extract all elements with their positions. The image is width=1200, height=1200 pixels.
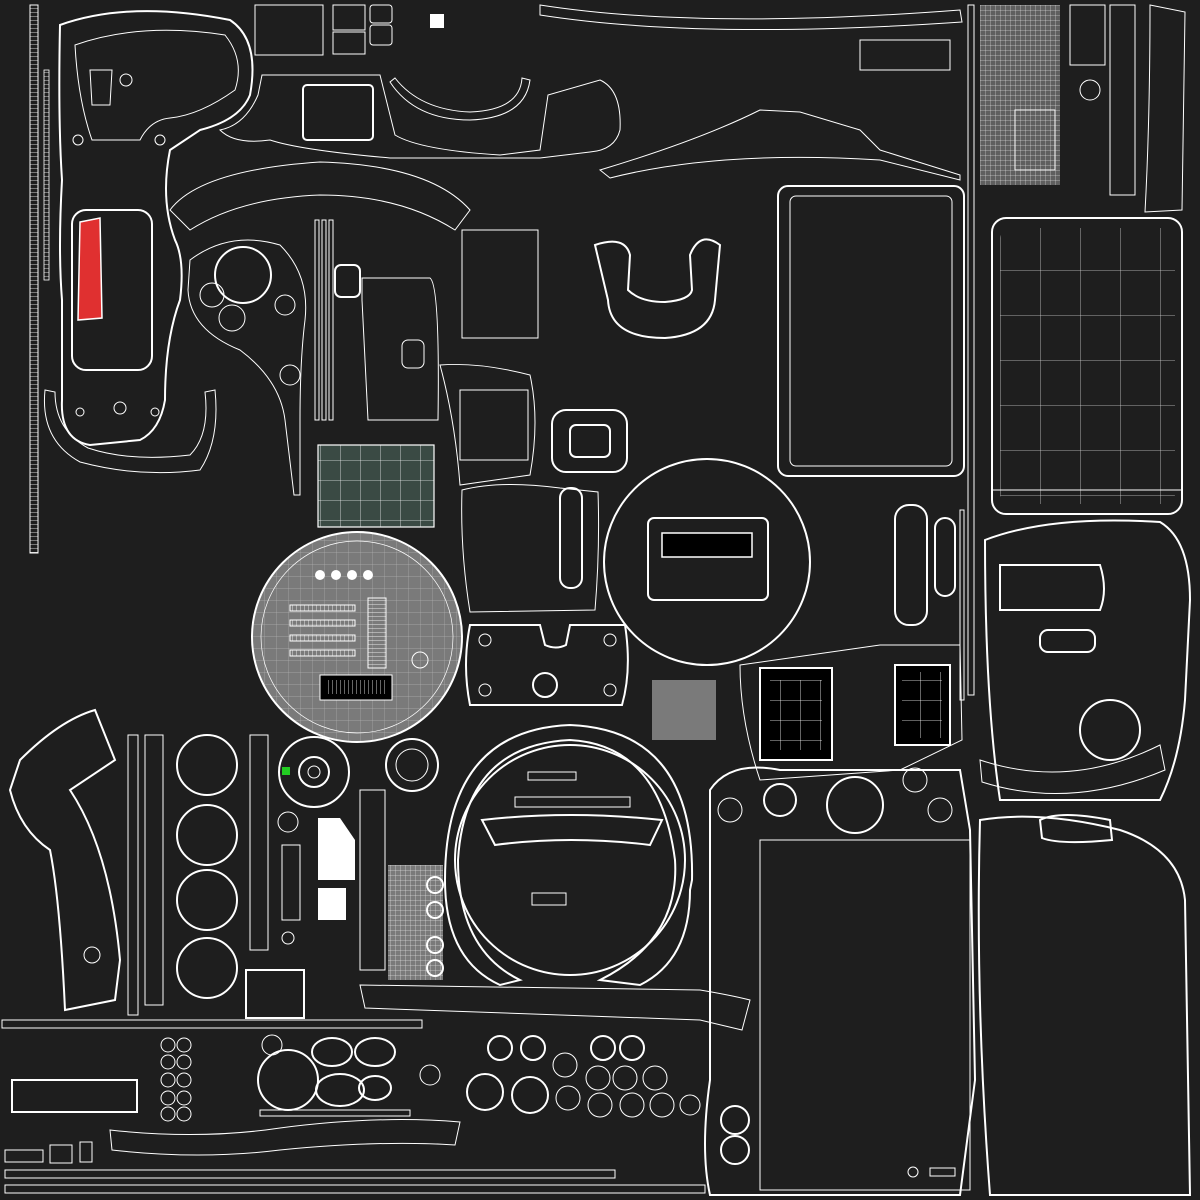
left-vertical-strips (29, 4, 50, 554)
pill-shapes (894, 504, 956, 626)
curved-rod-bottom (109, 1119, 461, 1156)
large-panel-center-right (777, 185, 965, 477)
white-blocks (318, 818, 355, 920)
floor-panel-center (704, 766, 977, 1196)
dash-panel-top (218, 74, 621, 159)
rounded-pad (551, 409, 628, 473)
console-mid-right (739, 644, 963, 781)
large-panel-right (991, 217, 1183, 515)
wheel-and-capsules (257, 1034, 441, 1117)
u-handle (593, 238, 722, 340)
diagonal-strip (598, 109, 961, 181)
top-right-small-grid (859, 39, 951, 71)
small-wheels-cluster (466, 1035, 701, 1118)
round-dial-panel (251, 531, 463, 743)
pivot-block (461, 483, 600, 613)
circular-panel-center (603, 458, 811, 666)
fan-arc-panel (169, 161, 471, 231)
inner-grid-mid (459, 389, 529, 461)
long-strip-bottom-mid (359, 984, 751, 1031)
tiny-circles-bottom (907, 1166, 956, 1178)
top-thin-strip (539, 4, 963, 31)
bracket-pieces (334, 264, 439, 421)
large-ring-panel (443, 723, 694, 987)
grip-shell-left (58, 10, 254, 447)
curved-arm-bottom-left (8, 708, 122, 1012)
seat-shell-right (979, 519, 1192, 801)
tall-strip-mid (359, 789, 386, 971)
small-box-bottom (245, 969, 305, 1019)
ring-knob (385, 738, 439, 792)
control-plate (465, 624, 629, 706)
knob-cluster (277, 736, 350, 945)
control-cluster-left (187, 239, 307, 496)
top-small-panels (254, 4, 444, 56)
vertical-bars-bottom-left (127, 734, 269, 1016)
grey-knob-block (388, 865, 444, 980)
curved-panel-mid (439, 363, 536, 486)
bottom-long-strips (1, 1019, 706, 1194)
grid-panel-mid (461, 229, 539, 339)
right-vertical-strips (959, 4, 975, 701)
small-disc-grid (160, 1037, 192, 1122)
curved-arm-left (43, 389, 217, 474)
floor-panel-right (977, 815, 1192, 1196)
bottom-left-block (4, 1079, 138, 1164)
top-right-detail-block (980, 4, 1186, 213)
curved-handle-right (1038, 814, 1114, 844)
thin-strips-mid (314, 219, 334, 421)
disc-stack (176, 734, 238, 999)
grey-square (652, 680, 716, 740)
